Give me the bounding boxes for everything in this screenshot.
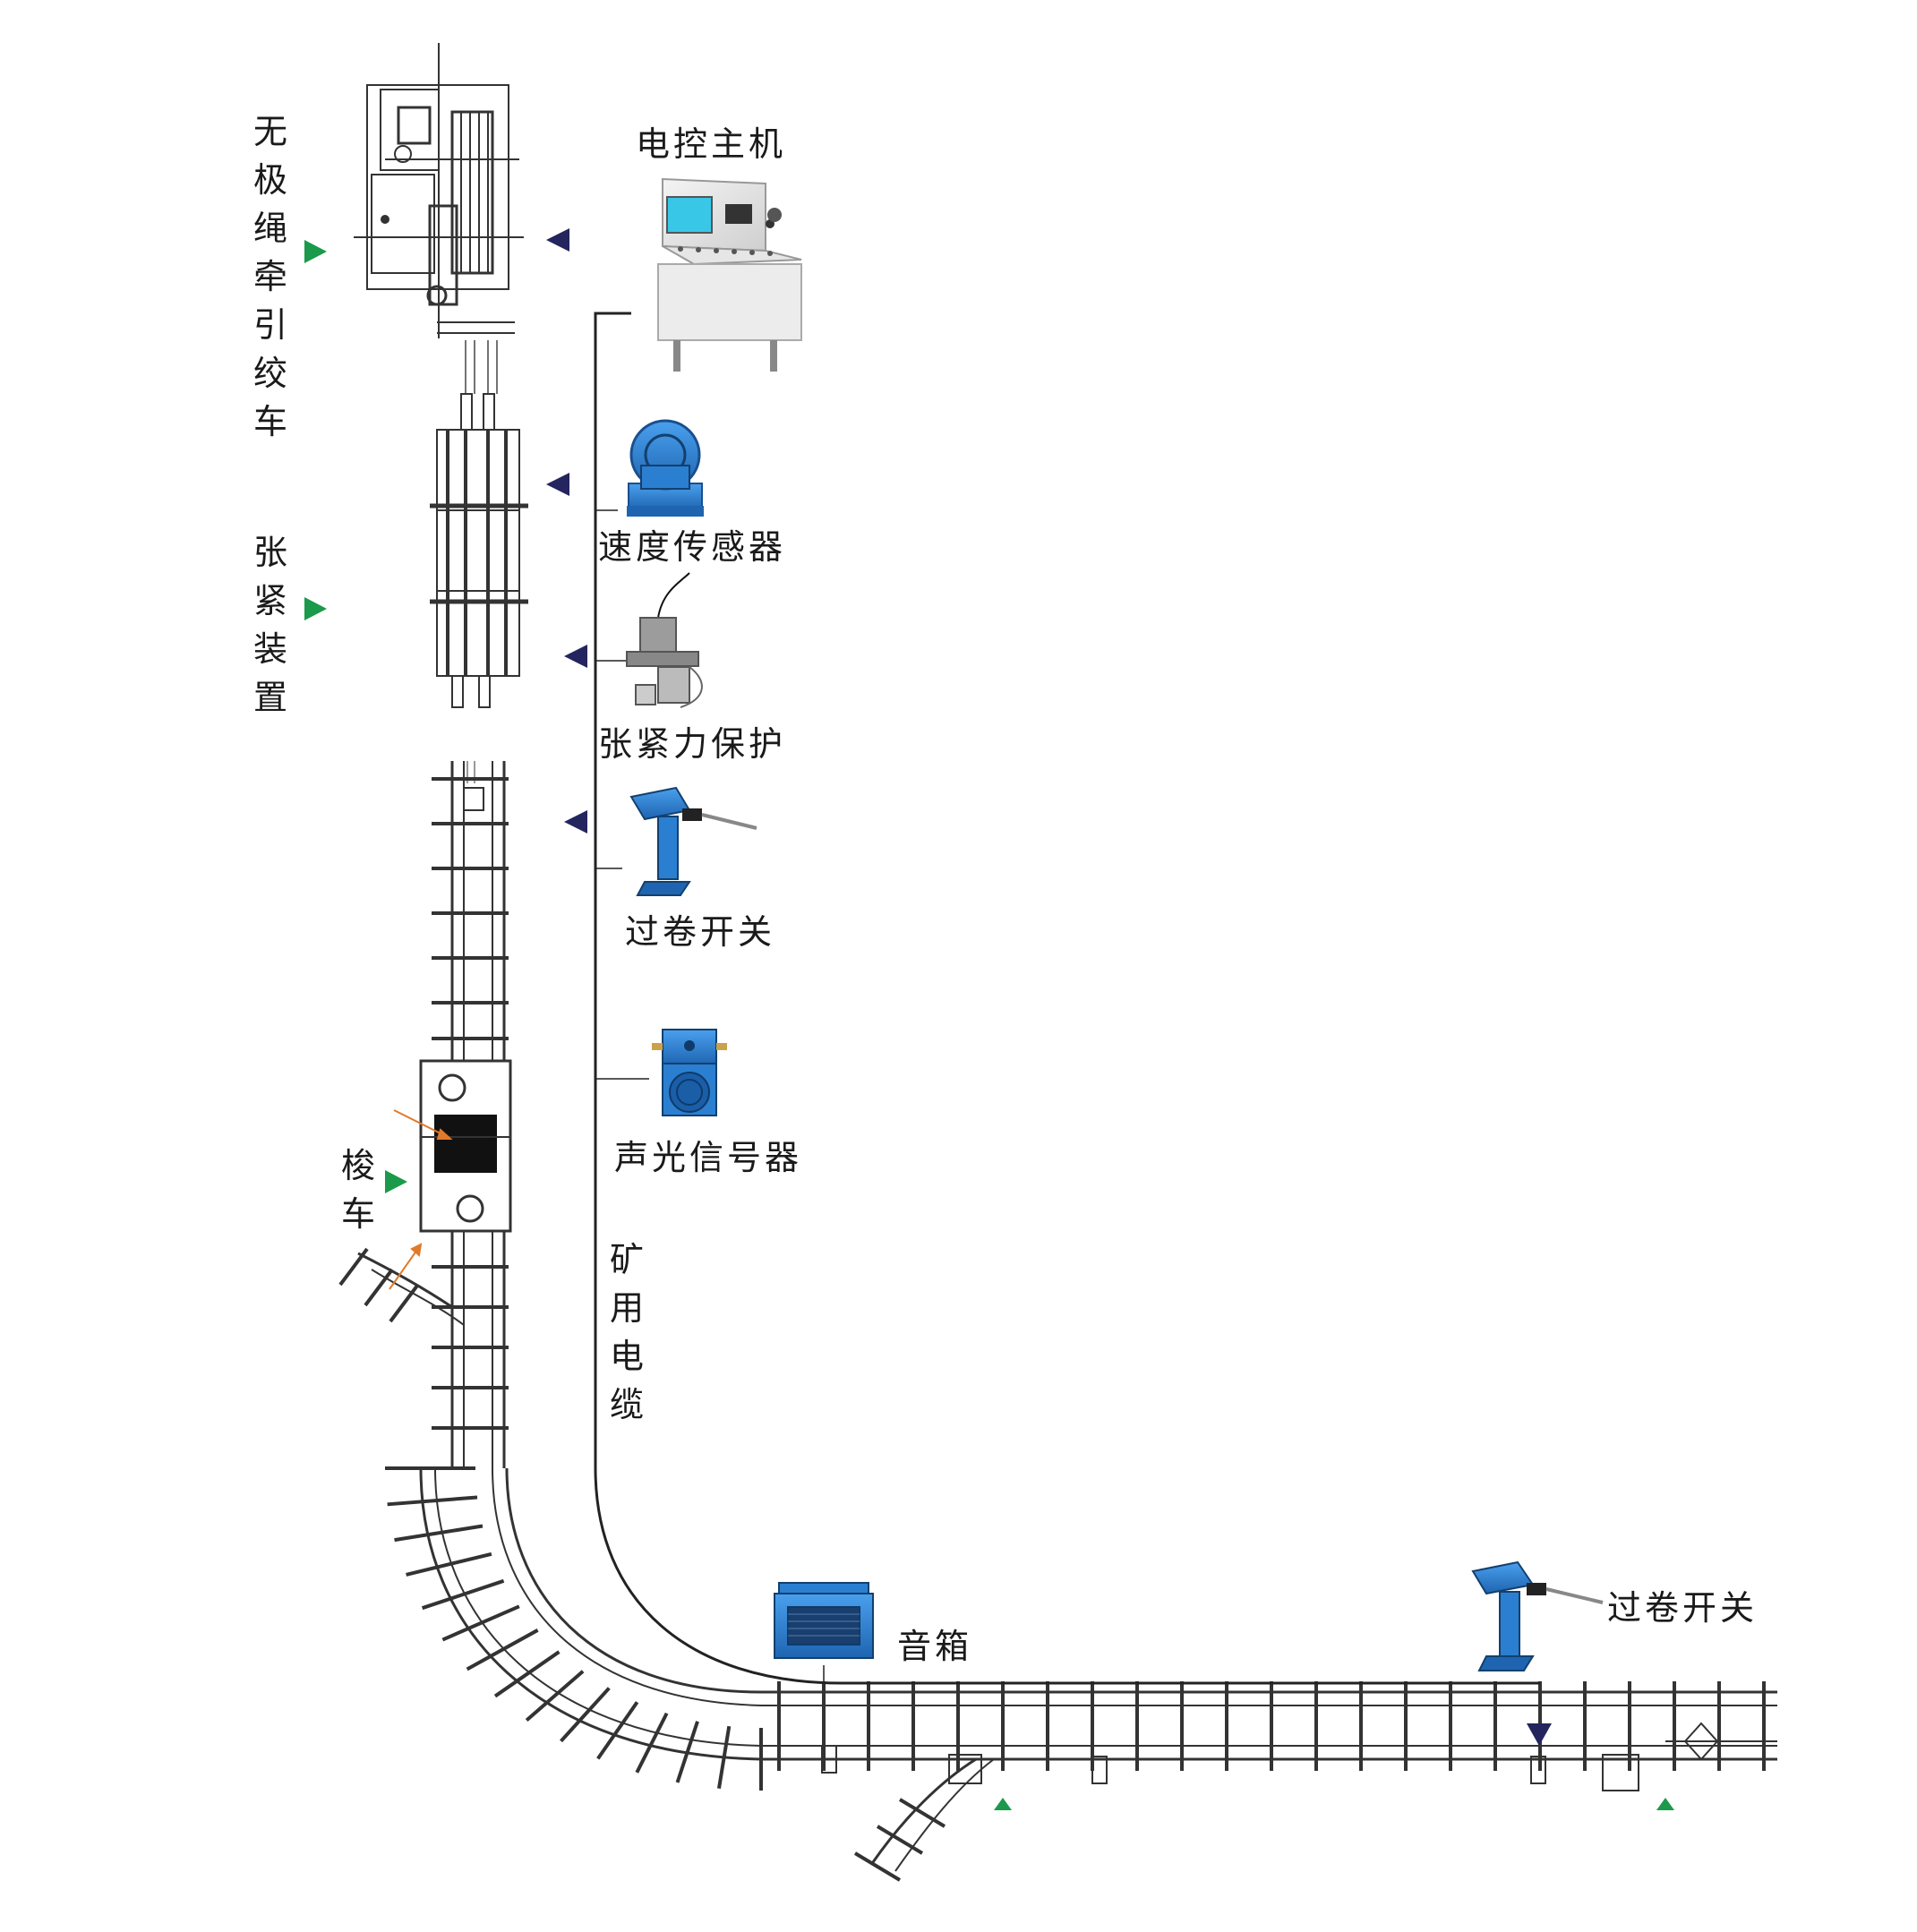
curve-tie — [717, 1725, 732, 1790]
curve-tie — [675, 1721, 699, 1783]
green-markers — [304, 240, 1674, 1810]
label-tensioner: 张紧装置 — [252, 533, 287, 717]
curve-tie — [635, 1712, 669, 1774]
curve-tie — [560, 1687, 611, 1743]
label-overwind-switch-1: 过卷开关 — [625, 912, 776, 952]
curve-tie — [493, 1650, 561, 1698]
label-shuttle-car: 梭车 — [340, 1146, 375, 1234]
label-tension-protection: 张紧力保护 — [598, 724, 787, 764]
shuttle-car-body — [419, 1059, 512, 1233]
navy-markers — [546, 228, 1552, 1746]
curve-tie — [421, 1578, 505, 1611]
label-control-host: 电控主机 — [636, 124, 787, 164]
speed-sensor-icon — [627, 419, 704, 517]
curve-tie — [525, 1670, 585, 1722]
label-winch: 无极绳牵引绞车 — [252, 112, 287, 441]
rope-lines — [465, 340, 498, 394]
curve-tie — [387, 1495, 478, 1507]
limit-switch-icon — [1471, 1560, 1604, 1671]
winch-drawing — [354, 43, 524, 338]
curve-tie — [441, 1604, 520, 1642]
label-sound-light-signal: 声光信号器 — [614, 1138, 803, 1177]
label-speaker: 音箱 — [897, 1627, 973, 1666]
signal-box-icon — [652, 1029, 727, 1116]
curve-tie — [596, 1701, 639, 1760]
track-drawing — [338, 761, 1777, 1882]
orange-arrows — [389, 1109, 453, 1290]
tension-sensor-icon — [626, 572, 703, 708]
tensioner-drawing — [430, 393, 528, 708]
curve-tie — [394, 1524, 484, 1543]
label-speed-sensor: 速度传感器 — [598, 527, 787, 567]
mine-cable-line — [594, 312, 1540, 1685]
label-overwind-switch-2: 过卷开关 — [1607, 1588, 1759, 1628]
limit-switch-icon — [629, 786, 757, 896]
speaker-box-icon — [774, 1582, 874, 1659]
control-console-icon — [657, 177, 802, 372]
curve-tie — [406, 1552, 492, 1577]
label-mine-cable: 矿用电缆 — [609, 1240, 644, 1424]
curve-tie — [466, 1629, 539, 1671]
